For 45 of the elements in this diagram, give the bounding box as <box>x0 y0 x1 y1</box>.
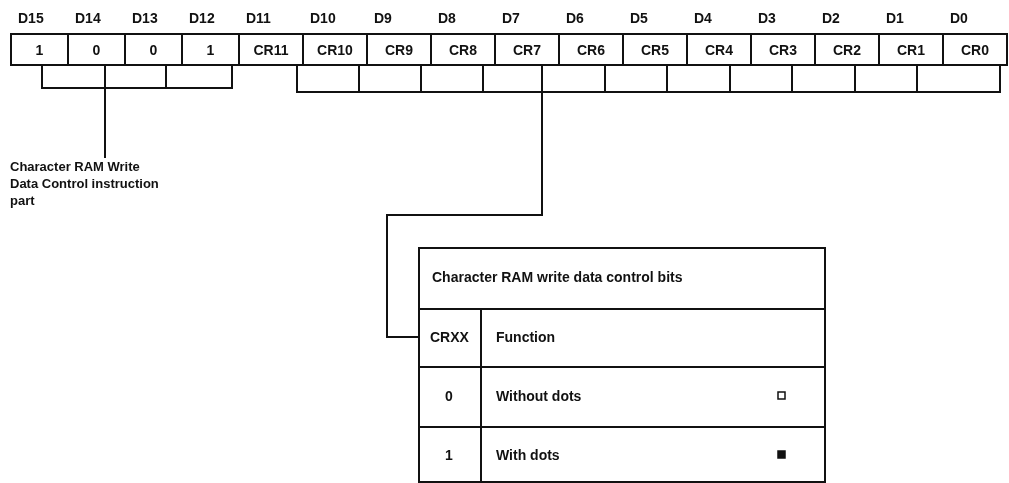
register-field: CR7 <box>494 33 560 66</box>
register-field: CR5 <box>622 33 688 66</box>
bracket <box>296 65 1001 93</box>
leader-line <box>104 87 106 159</box>
table-heading: Character RAM write data control bits <box>432 269 683 285</box>
column-header: CRXX <box>430 329 469 345</box>
bit-number: D7 <box>502 10 520 26</box>
bit-number: D13 <box>132 10 158 26</box>
register-field: CR3 <box>750 33 816 66</box>
bit-number: D2 <box>822 10 840 26</box>
bit-number: D6 <box>566 10 584 26</box>
bit-number: D11 <box>246 10 271 26</box>
register-field: CR2 <box>814 33 880 66</box>
register-field: CR10 <box>302 33 368 66</box>
bit-number: D15 <box>18 10 44 26</box>
bit-number: D14 <box>75 10 101 26</box>
register-field: CR6 <box>558 33 624 66</box>
bit-number: D5 <box>630 10 648 26</box>
bit-value: 0 <box>445 388 453 404</box>
bracket <box>41 65 233 89</box>
table <box>418 247 826 483</box>
function-text: With dots <box>496 447 560 463</box>
register-field: CR1 <box>878 33 944 66</box>
bit-number: D12 <box>189 10 215 26</box>
function-text: Without dots <box>496 388 582 404</box>
register-field: CR0 <box>942 33 1008 66</box>
register-field: CR8 <box>430 33 496 66</box>
register-field: 0 <box>124 33 183 66</box>
register-field: 1 <box>181 33 240 66</box>
bit-number: D1 <box>886 10 904 26</box>
bit-number: D10 <box>310 10 336 26</box>
register-field: CR11 <box>238 33 304 66</box>
register-field: CR4 <box>686 33 752 66</box>
bit-value: 1 <box>445 447 453 463</box>
bit-number: D0 <box>950 10 968 26</box>
register-field: 1 <box>10 33 69 66</box>
note-text: Character RAM Write Data Control instruction part <box>10 158 170 209</box>
bit-number: D8 <box>438 10 456 26</box>
leader-line <box>386 91 543 338</box>
register-field: 0 <box>67 33 126 66</box>
bit-number: D3 <box>758 10 776 26</box>
bit-number: D4 <box>694 10 712 26</box>
bit-number: D9 <box>374 10 392 26</box>
register-field: CR9 <box>366 33 432 66</box>
column-header: Function <box>496 329 556 345</box>
